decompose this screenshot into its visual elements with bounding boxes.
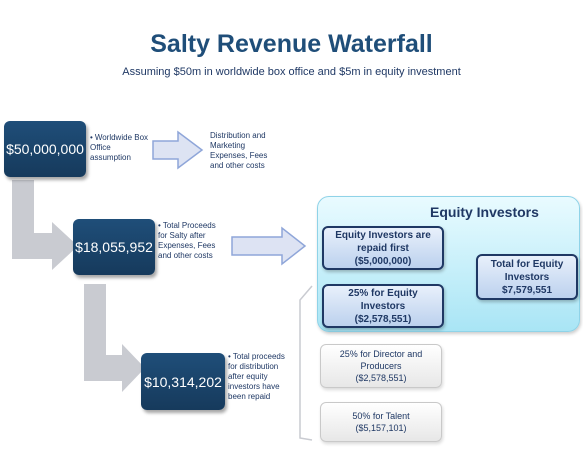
bullet: • xyxy=(228,352,231,361)
equity-share-label: 25% for Equity Investors xyxy=(348,287,418,312)
director-producers-box: 25% for Director and Producers ($2,578,5… xyxy=(320,344,442,388)
equity-total-label: Total for Equity Investors xyxy=(490,258,564,283)
stage1-note: •Worldwide Box Office assumption xyxy=(90,133,150,163)
stage1-amount-box: $50,000,000 xyxy=(4,121,86,177)
talent-label: 50% for Talent xyxy=(352,411,410,421)
talent-box: 50% for Talent ($5,157,101) xyxy=(320,402,442,442)
split-bracket xyxy=(299,285,313,441)
stage1-note-text: Worldwide Box Office assumption xyxy=(90,133,149,162)
bullet: • xyxy=(158,221,161,230)
equity-investors-title: Equity Investors xyxy=(430,204,539,220)
distribution-note: Distribution and Marketing Expenses, Fee… xyxy=(210,131,268,170)
page-title: Salty Revenue Waterfall xyxy=(150,30,433,58)
bullet: • xyxy=(90,133,93,142)
stage2-amount: $18,055,952 xyxy=(75,239,153,255)
stage3-note-text: Total proceeds for distribution after eq… xyxy=(228,352,285,401)
equity-share-box: 25% for Equity Investors ($2,578,551) xyxy=(322,284,444,328)
stage2-note: •Total Proceeds for Salty after Expenses… xyxy=(158,221,226,261)
equity-total-box: Total for Equity Investors $7,579,551 xyxy=(476,254,578,300)
equity-share-value: ($2,578,551) xyxy=(354,313,412,325)
arrow-to-distribution xyxy=(152,130,204,170)
connector-stage2-to-stage3 xyxy=(84,284,145,392)
equity-repaid-box: Equity Investors are repaid first ($5,00… xyxy=(322,226,444,270)
stage2-note-text: Total Proceeds for Salty after Expenses,… xyxy=(158,221,216,260)
connector-stage1-to-stage2 xyxy=(12,180,78,270)
director-producers-value: ($2,578,551) xyxy=(355,373,407,383)
talent-value: ($5,157,101) xyxy=(355,423,407,433)
director-producers-label: 25% for Director and Producers xyxy=(339,349,423,371)
equity-total-value: $7,579,551 xyxy=(501,284,553,296)
stage2-amount-box: $18,055,952 xyxy=(73,219,155,275)
stage3-amount-box: $10,314,202 xyxy=(141,353,225,410)
page-subtitle: Assuming $50m in worldwide box office an… xyxy=(122,66,461,78)
stage3-amount: $10,314,202 xyxy=(144,373,222,390)
stage1-amount: $50,000,000 xyxy=(6,141,84,157)
arrow-to-equity xyxy=(231,226,307,266)
equity-repaid-value: ($5,000,000) xyxy=(354,255,412,267)
stage3-note: •Total proceeds for distribution after e… xyxy=(228,352,288,402)
equity-repaid-label: Equity Investors are repaid first xyxy=(335,229,431,254)
